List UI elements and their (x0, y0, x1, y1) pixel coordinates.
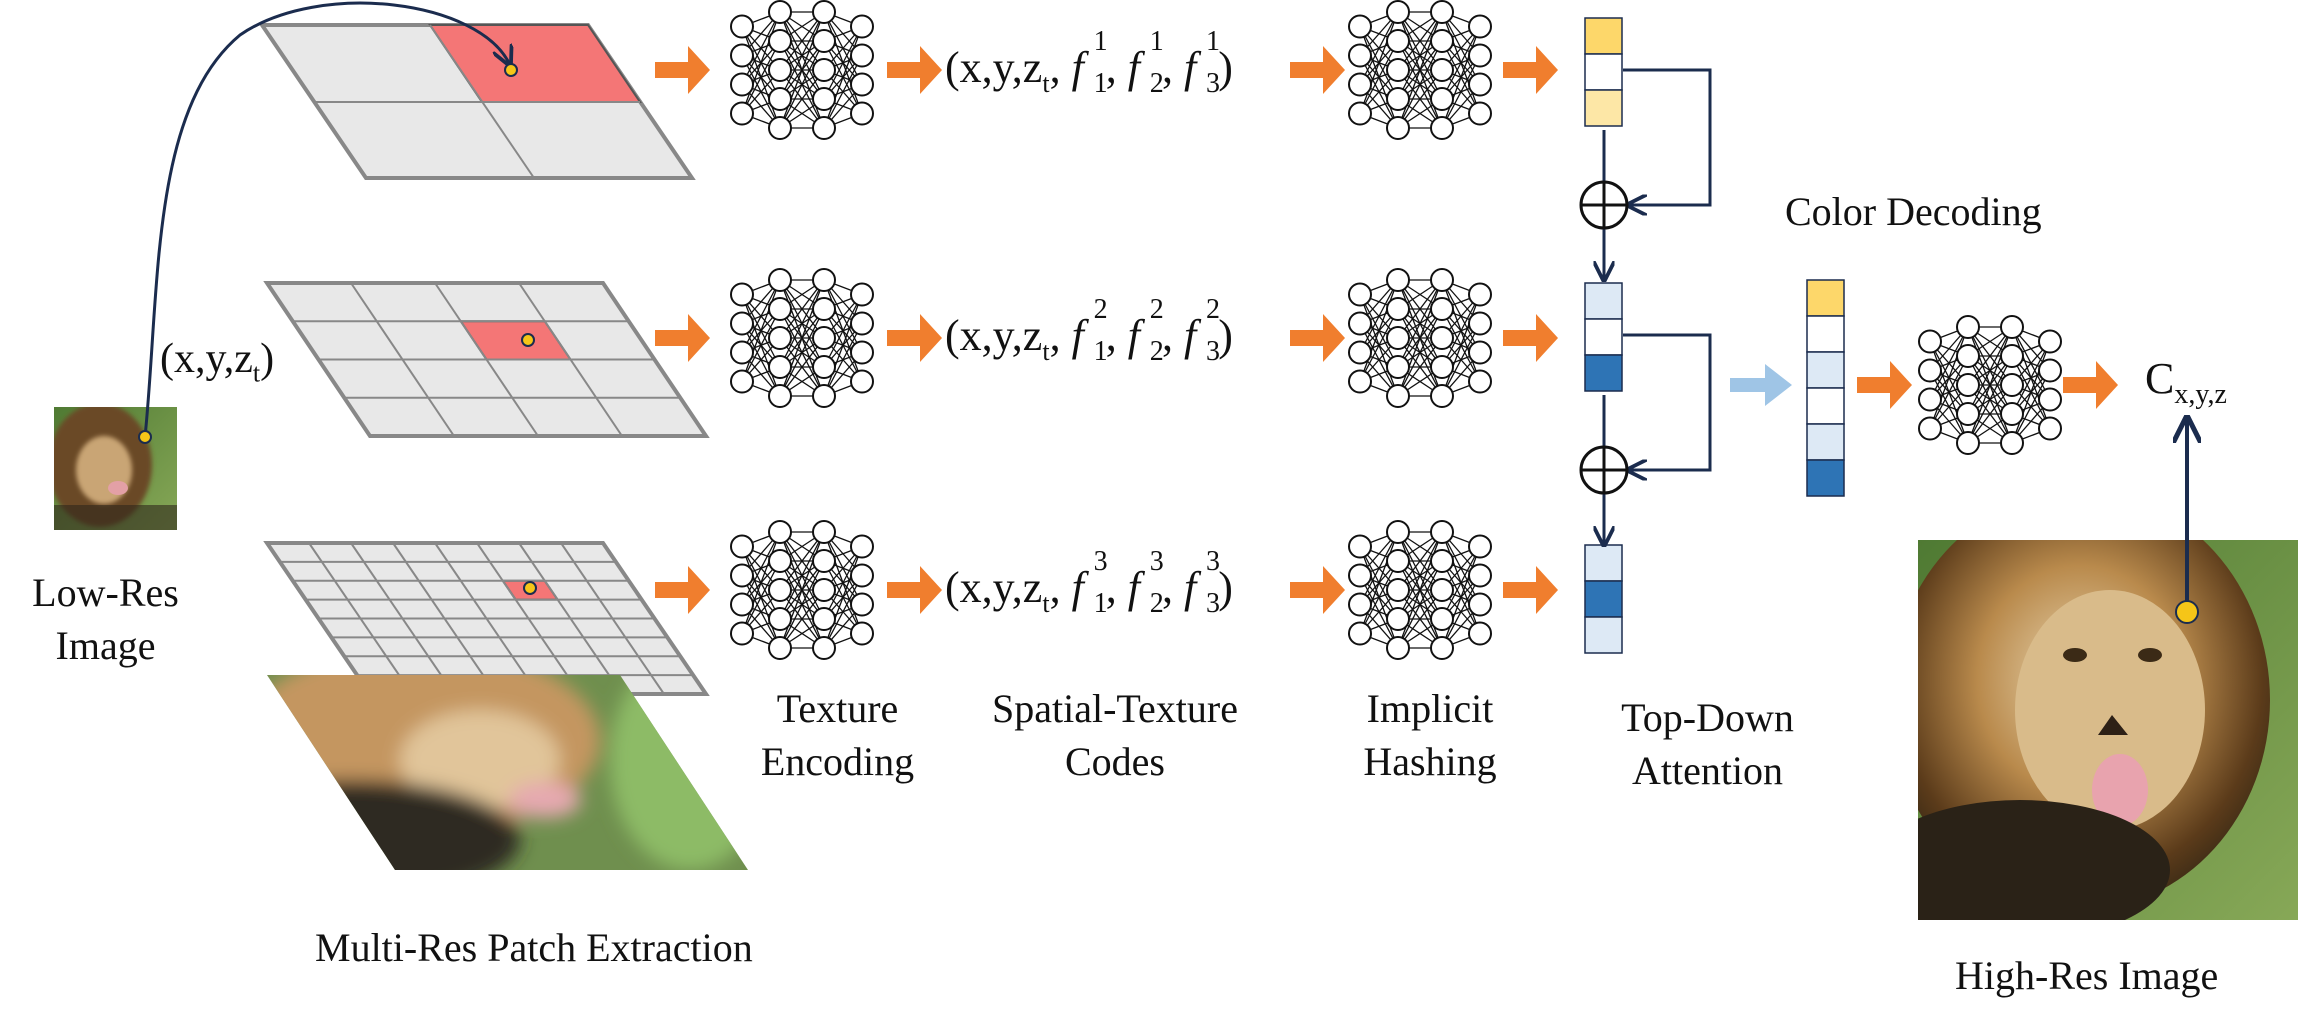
vector-cell (1806, 315, 1845, 353)
vector-cell (1584, 282, 1623, 320)
flow-arrow (655, 566, 710, 614)
vector-cell (1806, 351, 1845, 389)
vector-cell (1584, 616, 1623, 654)
mlp-network (730, 520, 874, 660)
vector-cell (1584, 318, 1623, 356)
color-decoding-label: Color Decoding (1785, 189, 2042, 234)
light-blue-arrow (1730, 364, 1792, 406)
sample-point-level-2 (521, 333, 535, 347)
low-res-line-1: Low-Res (32, 570, 179, 615)
patch-grid-level-3 (263, 541, 710, 696)
high-res-image-label: High-Res Image (1955, 953, 2219, 998)
high-res-image (1918, 540, 2298, 920)
vector-cell (1584, 580, 1623, 618)
coordinate-label: (x,y,zt) (160, 336, 275, 388)
flow-arrow (655, 46, 710, 94)
vector-cell (1584, 354, 1623, 392)
vector-cell (1806, 459, 1845, 497)
multi-res-label: Multi-Res Patch Extraction (315, 925, 753, 970)
vector-cell (1806, 423, 1845, 461)
mlp-network (730, 0, 874, 140)
flow-arrow (1503, 314, 1558, 362)
patch-grid-level-1 (258, 23, 696, 180)
implicit-hashing-label: Implicit Hashing (1363, 686, 1497, 784)
vector-cell (1584, 89, 1623, 127)
mlp-network (1348, 0, 1492, 140)
vector-cell (1584, 17, 1623, 55)
flow-arrow (1503, 46, 1558, 94)
sample-point-low-res (138, 430, 152, 444)
mlp-network (1918, 315, 2062, 455)
low-res-image (54, 407, 177, 530)
vector-cell (1584, 544, 1623, 582)
flow-arrow (2063, 361, 2118, 409)
attention-connectors (1604, 68, 1712, 545)
flow-arrow (887, 566, 942, 614)
sample-point-level-1 (504, 63, 518, 77)
flow-arrow (1290, 566, 1345, 614)
flow-arrow (655, 314, 710, 362)
texture-encoding-label: Texture Encoding (760, 686, 915, 784)
low-res-line-2: Image (55, 622, 156, 668)
sampling-curve (143, 1, 510, 438)
flow-arrow (887, 46, 942, 94)
sum-node-2 (1579, 445, 1629, 495)
top-down-attention-label: Top-Down Attention (1621, 695, 1794, 793)
attention-vector-1 (1584, 17, 1623, 127)
mlp-network (1348, 520, 1492, 660)
output-color-label: Cx,y,z (2145, 354, 2227, 410)
flow-arrow (1857, 361, 1912, 409)
patch-grid-level-2 (263, 281, 710, 438)
mlp-network (730, 268, 874, 408)
sample-point-high-res (2175, 600, 2199, 624)
vector-cell (1806, 387, 1845, 425)
orange-arrows (655, 46, 2118, 614)
decoded-color-vector (1806, 279, 1845, 497)
attention-vector-2 (1584, 282, 1623, 392)
low-res-image-label: Low-Res Image (28, 567, 183, 673)
flow-arrow (1290, 46, 1345, 94)
spatial-texture-label: Spatial-Texture Codes (992, 686, 1238, 784)
flow-arrow (1503, 566, 1558, 614)
vector-cell (1584, 53, 1623, 91)
flow-arrow (1290, 314, 1345, 362)
flow-arrow (887, 314, 942, 362)
vector-cell (1806, 279, 1845, 317)
sum-node-1 (1579, 180, 1629, 230)
mlp-networks (730, 0, 2062, 660)
mlp-network (1348, 268, 1492, 408)
sample-point-level-3 (523, 581, 537, 595)
attention-vector-3 (1584, 544, 1623, 654)
